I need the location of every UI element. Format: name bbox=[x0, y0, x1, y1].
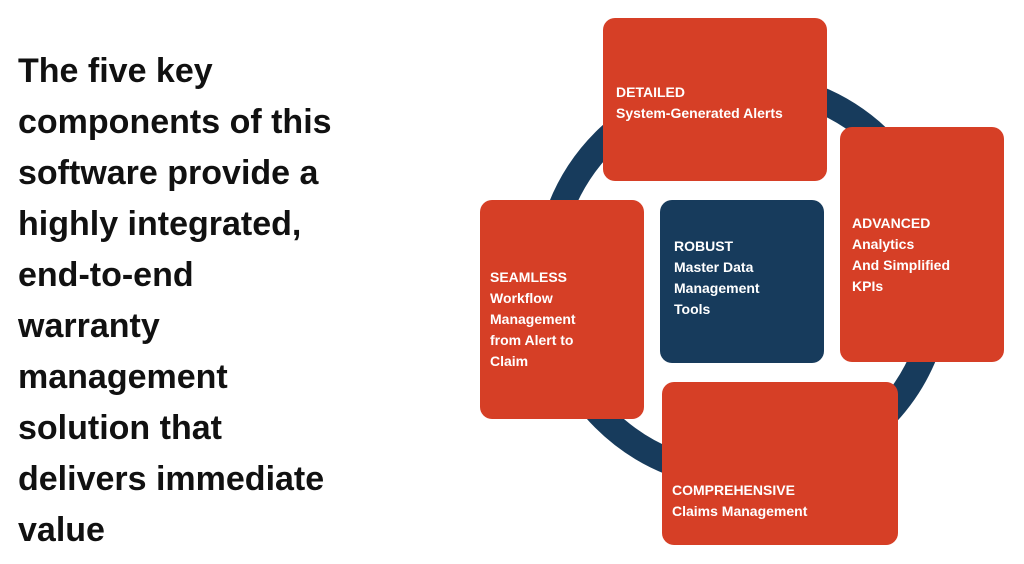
component-line: KPIs bbox=[852, 277, 884, 294]
headline-line: highly integrated, bbox=[18, 205, 302, 243]
component-comprehensive: COMPREHENSIVE Claims Management bbox=[662, 382, 898, 545]
component-title: ADVANCED bbox=[852, 214, 931, 231]
component-title: ROBUST bbox=[674, 238, 734, 254]
component-seamless: SEAMLESS Workflow Management from Alert … bbox=[480, 200, 644, 419]
component-title: SEAMLESS bbox=[490, 269, 568, 285]
component-line: Claim bbox=[490, 353, 529, 369]
headline-line: delivers immediate bbox=[18, 460, 325, 498]
component-robust: ROBUST Master Data Management Tools bbox=[660, 200, 824, 363]
headline-line: solution that bbox=[18, 409, 222, 447]
component-title: DETAILED bbox=[616, 83, 685, 100]
headline-line: The five key bbox=[18, 52, 213, 90]
component-line: Master Data bbox=[674, 259, 754, 275]
component-line: System-Generated Alerts bbox=[616, 104, 783, 121]
component-line: Workflow bbox=[490, 290, 553, 306]
component-line: from Alert to bbox=[490, 332, 574, 348]
component-line: And Simplified bbox=[852, 256, 950, 273]
component-line: Management bbox=[674, 280, 760, 296]
component-line: Analytics bbox=[852, 235, 915, 252]
component-title: COMPREHENSIVE bbox=[672, 482, 795, 498]
component-line: Management bbox=[490, 311, 576, 327]
component-advanced: ADVANCED Analytics And Simplified KPIs bbox=[840, 127, 1004, 362]
component-line: Tools bbox=[674, 301, 711, 317]
headline-line: software provide a bbox=[18, 154, 319, 192]
component-line: Claims Management bbox=[672, 503, 808, 519]
headline: The five key components of this software… bbox=[18, 46, 368, 556]
headline-line: warranty bbox=[18, 307, 160, 345]
component-detailed: DETAILED System-Generated Alerts bbox=[603, 18, 827, 181]
headline-line: end-to-end bbox=[18, 256, 194, 294]
headline-line: value bbox=[18, 511, 105, 549]
headline-line: management bbox=[18, 358, 228, 396]
headline-line: components of this bbox=[18, 103, 332, 141]
